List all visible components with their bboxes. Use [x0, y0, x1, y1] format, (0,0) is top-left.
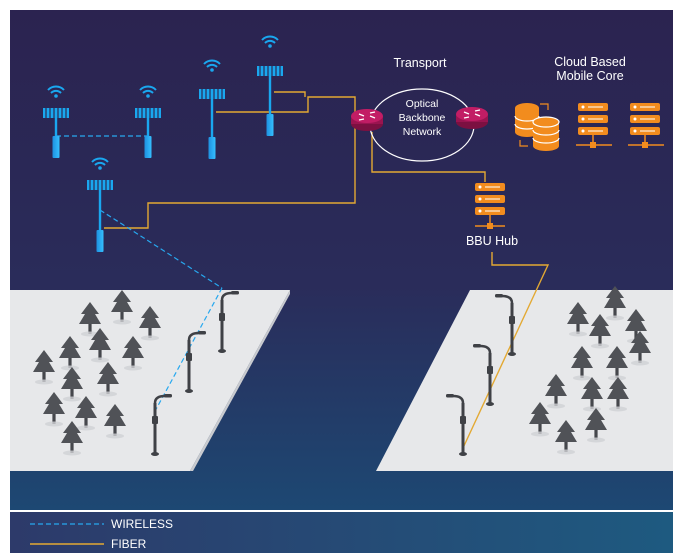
core-server-2-icon [628, 102, 664, 148]
database-icon [514, 103, 560, 151]
router-left [350, 108, 384, 132]
antenna-site-2 [134, 85, 162, 158]
cell-antennas [42, 35, 284, 252]
legend-fiber-label: FIBER [111, 537, 147, 551]
core-server-1-icon [576, 102, 612, 148]
ground-plane-left [10, 290, 290, 471]
antenna-site-1 [42, 85, 70, 158]
legend-wireless-label: WIRELESS [111, 517, 173, 531]
bbu-hub-server-icon [474, 182, 506, 229]
cloud-core-label-line2: Mobile Core [556, 69, 623, 83]
optical-label-line3: Network [403, 126, 442, 138]
optical-label-line1: Optical [406, 98, 439, 110]
bbu-hub-label: BBU Hub [466, 234, 518, 248]
router-right [455, 106, 489, 130]
antenna-site-3 [86, 157, 114, 252]
antenna-site-4 [198, 59, 226, 159]
wireless-links [56, 135, 223, 414]
transport-label: Transport [393, 56, 447, 70]
legend-panel [10, 512, 673, 553]
antenna-site-5 [256, 35, 284, 136]
cloud-core-label-line1: Cloud Based [554, 55, 626, 69]
optical-label-line2: Backbone [399, 112, 446, 124]
